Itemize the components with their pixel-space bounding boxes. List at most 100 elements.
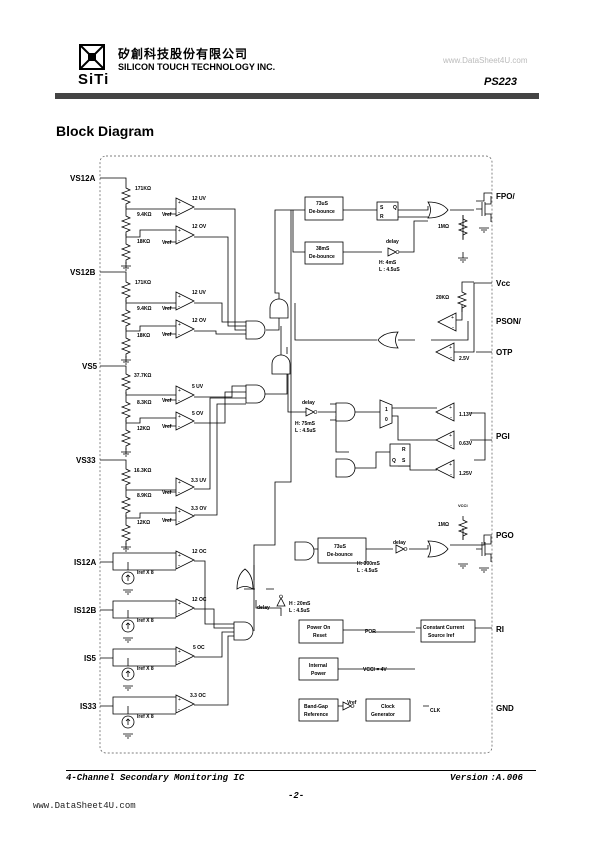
debounce-label: 73uS bbox=[334, 544, 347, 550]
clock-generator-label: Generator bbox=[371, 712, 395, 718]
input-label-is12b: IS12B bbox=[74, 606, 96, 615]
company-name-chinese: 矽創科技股份有限公司 bbox=[118, 47, 249, 61]
internal-power-label: Internal bbox=[309, 663, 328, 669]
resistor-label: 1MΩ bbox=[438, 522, 449, 528]
diagram-label: Vref bbox=[162, 306, 172, 312]
diagram-label: VCCI bbox=[458, 503, 468, 508]
siti-logo-icon bbox=[79, 44, 105, 70]
debounce-label: De-bounce bbox=[327, 552, 353, 558]
input-label-is33: IS33 bbox=[80, 702, 97, 711]
output-label-otp: OTP bbox=[496, 348, 513, 357]
diagram-label: 0 bbox=[385, 417, 388, 423]
diagram-label: Vref bbox=[162, 240, 172, 246]
company-name-english: SILICON TOUCH TECHNOLOGY INC. bbox=[118, 62, 276, 72]
input-label-vs12b: VS12B bbox=[70, 268, 96, 277]
resistor-label: 18KΩ bbox=[137, 333, 150, 339]
resistor-label: 8.9KΩ bbox=[137, 493, 152, 499]
diagram-label: L : 4.5uS bbox=[289, 608, 310, 614]
diagram-label: Iref X 8 bbox=[137, 618, 154, 624]
input-label-vs33: VS33 bbox=[76, 456, 96, 465]
diagram-label: Vref bbox=[347, 700, 357, 706]
resistor-label: 37.7KΩ bbox=[134, 373, 151, 379]
diagram-label: Iref X 8 bbox=[137, 666, 154, 672]
diagram-label: S bbox=[402, 458, 406, 464]
diagram-label: H: 75mS bbox=[295, 421, 316, 427]
resistor-label: 16.3KΩ bbox=[134, 468, 151, 474]
diagram-label: H: 4mS bbox=[379, 260, 397, 266]
comparator-label: 3.3 OV bbox=[191, 506, 207, 512]
diagram-frame bbox=[99, 155, 493, 754]
por-block-label: Power On bbox=[307, 625, 330, 631]
watermark-link[interactable]: www.DataSheet4U.com bbox=[33, 801, 136, 811]
output-label-pgo: PGO bbox=[496, 531, 514, 540]
diagram-label: H : 20mS bbox=[289, 601, 311, 607]
debounce-label: 73uS bbox=[316, 201, 329, 207]
section-title: Block Diagram bbox=[56, 123, 155, 139]
output-label-pgi: PGI bbox=[496, 432, 510, 441]
footer-title: 4-Channel Secondary Monitoring IC bbox=[66, 773, 245, 783]
bandgap-label: Band-Gap bbox=[304, 704, 328, 710]
output-label-pson: PSON/ bbox=[496, 317, 522, 326]
diagram-label: L : 4.5uS bbox=[379, 267, 400, 273]
diagram-label: Vref bbox=[162, 518, 172, 524]
watermark-link[interactable]: www.DataSheet4U.com bbox=[443, 56, 528, 65]
current-source-label: Constant Current bbox=[423, 625, 464, 631]
comparator-label: 3.3 OC bbox=[190, 693, 206, 699]
input-label-is12a: IS12A bbox=[74, 558, 96, 567]
diagram-label: Vref bbox=[162, 490, 172, 496]
debounce-label: De-bounce bbox=[309, 209, 335, 215]
comparator-label: 12 OC bbox=[192, 597, 207, 603]
comparator-label: 12 UV bbox=[192, 290, 207, 296]
resistor-label: 18KΩ bbox=[137, 239, 150, 245]
comparator-label: 5 OV bbox=[192, 411, 204, 417]
ref-level-label: 1.25V bbox=[459, 471, 473, 477]
part-number: PS223 bbox=[484, 76, 518, 88]
diagram-label: Vref bbox=[162, 424, 172, 430]
diagram-label: CLK bbox=[430, 708, 441, 714]
resistor-label: 20KΩ bbox=[436, 295, 449, 301]
diagram-label: delay bbox=[386, 239, 399, 245]
input-label-vs12a: VS12A bbox=[70, 174, 96, 183]
bandgap-label: Reference bbox=[304, 712, 328, 718]
resistor-label: 12KΩ bbox=[137, 520, 150, 526]
ref-level-label: 0.63V bbox=[459, 441, 473, 447]
logo-text: SiTi bbox=[78, 71, 110, 88]
comparator-label: 3.3 UV bbox=[191, 478, 207, 484]
footer-version: Version :A.006 bbox=[450, 773, 523, 783]
internal-power-label: Power bbox=[311, 671, 326, 677]
diagram-label: H: 300mS bbox=[357, 561, 380, 567]
resistor-label: 8.3KΩ bbox=[137, 400, 152, 406]
input-label-vs5: VS5 bbox=[82, 362, 98, 371]
diagram-label: L : 4.5uS bbox=[357, 568, 378, 574]
resistor-label: 171KΩ bbox=[135, 186, 151, 192]
resistor-label: 171KΩ bbox=[135, 280, 151, 286]
diagram-label: Iref X 8 bbox=[137, 570, 154, 576]
diagram-label: Vref bbox=[162, 212, 172, 218]
diagram-label: Iref X 8 bbox=[137, 714, 154, 720]
diagram-label: Q bbox=[392, 458, 396, 464]
diagram-label: VCCI = 4V bbox=[363, 667, 387, 673]
clock-generator-label: Clock bbox=[381, 704, 395, 710]
output-label-vcc: Vcc bbox=[496, 279, 511, 288]
output-label-ri: RI bbox=[496, 625, 504, 634]
output-label-gnd: GND bbox=[496, 704, 514, 713]
resistor-label: 9.4KΩ bbox=[137, 212, 152, 218]
comparator-label: 5 OC bbox=[193, 645, 205, 651]
diagram-label: Vref bbox=[162, 398, 172, 404]
current-source-label: Source Iref bbox=[428, 633, 454, 639]
diagram-label: Q bbox=[393, 205, 397, 211]
resistor-label: 1MΩ bbox=[438, 224, 449, 230]
diagram-label: S bbox=[380, 205, 384, 211]
diagram-label: delay bbox=[393, 540, 406, 546]
resistor-label: 9.4KΩ bbox=[137, 306, 152, 312]
input-label-is5: IS5 bbox=[84, 654, 97, 663]
por-block-label: Reset bbox=[313, 633, 327, 639]
output-label-fpo: FPO/ bbox=[496, 192, 515, 201]
debounce-label: De-bounce bbox=[309, 254, 335, 260]
diagram-label: R bbox=[402, 447, 406, 453]
comparator-label: 12 UV bbox=[192, 196, 207, 202]
comparator-label: 12 OV bbox=[192, 318, 207, 324]
header-rule bbox=[55, 93, 539, 99]
footer-rule bbox=[66, 770, 536, 771]
